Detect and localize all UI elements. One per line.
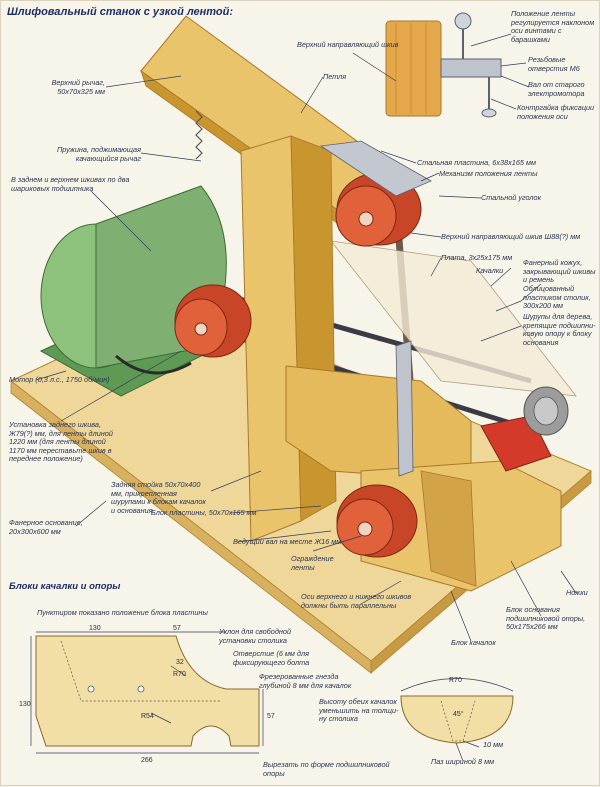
label-swing: Качалки [476,266,504,275]
label-motor: Мотор (0,3 л.с., 1750 об/мин) [9,375,110,384]
upper-pulley [335,172,422,247]
steel-bracket [319,140,432,197]
label-hinge: Петля [323,72,347,81]
label-cutout: Вырезать по форме подшипниковой опоры [263,760,390,778]
label-rear-post: Задняя стойка 50x70x400 мм, прикрепленна… [111,480,206,515]
dim-266: 266 [141,757,153,764]
dim-left-height: 130 [19,701,31,708]
label-band-mech: Механизм положения ленты [439,169,538,178]
label-steel-angle: Стальной уголок [481,193,542,202]
steel-plate [395,340,414,477]
label-base-block: Блок основания подшипниковой опоры, 50x1… [506,605,586,632]
label-thread-m6: Резьбовые отверстия М6 [528,55,580,73]
dim-57b: 57 [267,713,275,720]
section-title: Блоки качалки и опоры [9,581,121,592]
diagram-title: Шлифовальный станок с узкой лентой: [7,6,234,18]
label-plate-size: Плата, 3x25x175 мм [441,253,513,262]
label-ten-mm: 10 мм [483,740,504,749]
label-motor-shaft: Вал от старого электромотора [528,80,585,98]
dim-r70b: R70 [449,677,462,684]
label-table: Облицованный пластиком столик, 300x200 м… [523,284,591,311]
rear-post [240,135,302,542]
label-upper-pulley-size: Верхний направляющий шкив Ш88(?) мм [441,232,581,241]
dim-57: 57 [173,625,181,632]
label-dotted-note: Пунктиром показано положение блока пласт… [37,608,208,617]
label-plywood-cover: Фанерный кожух, закрывающий шкивы и реме… [523,258,596,285]
label-axes-parallel: Оси верхнего и нижнего шкивов должны быт… [301,592,412,610]
dim-r54: R54 [141,713,154,720]
label-upper-lever: Верхний рычаг, 50x70x325 мм [51,78,105,96]
label-slot-width: Паз шириной 8 мм [431,757,495,766]
dim-130: 130 [89,625,101,632]
rear-pulley [174,284,252,358]
label-guard: Ограждение ленты [291,554,334,572]
bearing-support [480,386,569,472]
label-rear-pulley-bearings: В заднем и верхнем шкивах по два шариков… [11,175,130,193]
spring [195,110,203,160]
dim-45: 45° [453,711,464,718]
swing-block-drawing [30,631,264,754]
label-band-position: Положение ленты регулируется наклоном ос… [511,9,595,44]
label-spring: Пружина, поджимающая качающийся рычаг [56,145,141,163]
base-block-front [420,470,477,587]
inset-detail [385,12,502,118]
lower-pulley [336,484,418,558]
label-screws: Шурупы для дерева, крепящие подшипни-ков… [523,312,596,347]
label-drive-shaft: Ведущий вал на месте Ж16 мм [233,537,342,546]
sanding-table [330,240,577,397]
label-rear-pulley-install: Установка заднего шкива, Ж79(?) мм, для … [9,420,113,464]
label-height-note: Высоту обеих качалок уменьшить на толщи-… [319,697,399,724]
label-plate-block: Блок пластины, 50x70x165 мм [151,508,257,517]
label-base: Фанерное основание, 20x300x600 мм [9,518,83,536]
label-swing-block: Блок качалок [451,638,496,647]
label-slots: Фрезерованные гнезда глубиной 8 мм для к… [259,672,352,690]
label-notch: Уклон для свободной установки столика [219,627,291,645]
dim-r70: R70 [173,671,186,678]
label-hole: Отверстие (6 мм для фиксирующего болта [233,649,310,667]
dim-32: 32 [176,659,184,666]
label-locknut: Контргайка фиксации положения оси [517,103,595,121]
motor-cable [115,354,192,375]
support-drawing [400,678,514,762]
label-feet: Ножки [566,588,588,597]
label-upper-pulley: Верхний направляющий шкив [297,40,399,49]
label-steel-plate: Стальная пластина, 6x38x165 мм [417,158,536,167]
